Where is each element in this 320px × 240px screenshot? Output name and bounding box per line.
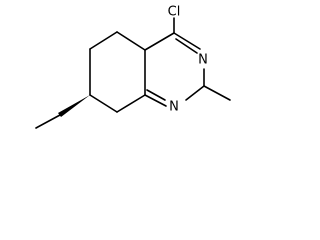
bond-c4-n3 — [173, 32, 201, 50]
chemical-structure-diagram: Cl N N — [35, 5, 231, 129]
bond-c2-methyl — [203, 85, 231, 101]
bond-ethyl-terminal — [35, 114, 61, 129]
atom-label-nitrogen-top: N — [198, 53, 208, 68]
bond-c4a-c5 — [116, 31, 146, 51]
bond-c8-c8a — [116, 94, 146, 113]
bond-c4-n3-double — [175, 38, 198, 54]
bond-c5-c6 — [89, 31, 118, 50]
bond-n1-c8a — [144, 94, 167, 107]
atom-label-chlorine: Cl — [168, 5, 181, 20]
wedge-bond-ethyl — [58, 95, 90, 117]
bond-c7-c8 — [89, 94, 118, 113]
atom-label-nitrogen-bottom: N — [169, 100, 179, 115]
bond-c2-n1 — [185, 85, 205, 101]
bond-n1-c8a-double — [146, 89, 166, 101]
bond-c4-c4a — [144, 32, 175, 51]
